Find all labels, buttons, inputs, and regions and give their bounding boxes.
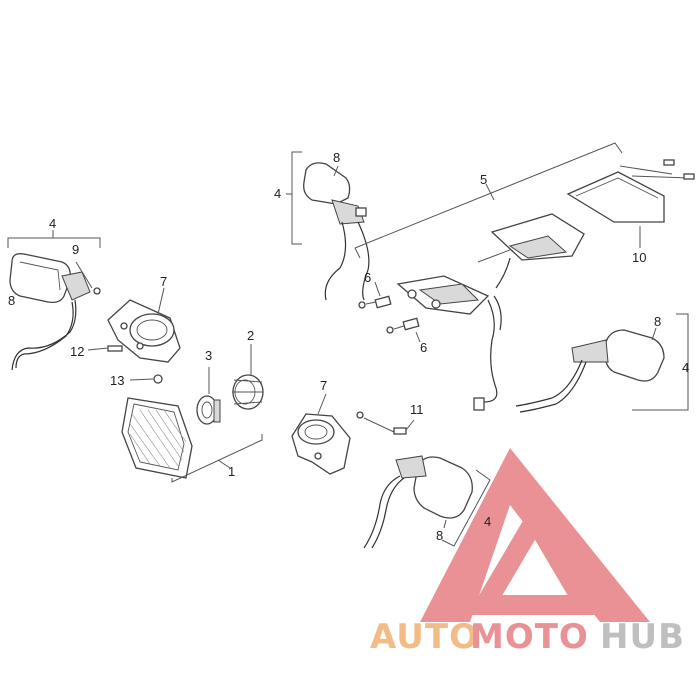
turn-signal-left [9, 253, 101, 371]
callout-2: 2 [247, 328, 254, 343]
callout-12: 12 [70, 344, 84, 359]
screw-11 [356, 411, 415, 435]
turn-signal-top [303, 162, 370, 301]
callout-9: 9 [72, 242, 79, 257]
callout-8-top: 8 [333, 150, 340, 165]
tail-light [396, 257, 511, 411]
callout-4-right: 4 [682, 360, 689, 375]
headlight-bracket-center [291, 413, 351, 475]
bracket-4-bottom [441, 469, 491, 547]
callout-11: 11 [410, 402, 424, 417]
bracket-1 [171, 434, 263, 483]
license-plate [566, 159, 695, 223]
spacer-6-lower [386, 317, 420, 334]
bracket-5 [354, 142, 623, 259]
callout-8-right: 8 [654, 314, 661, 329]
headlight-bracket-left [107, 299, 181, 363]
nut-13 [129, 374, 163, 384]
callout-4-top: 4 [274, 186, 281, 201]
callout-5: 5 [480, 172, 487, 187]
callout-7-center: 7 [320, 378, 327, 393]
callout-4-bottom: 4 [484, 514, 491, 529]
spacer-6-upper [358, 295, 392, 309]
rubber-cap [232, 374, 264, 410]
callout-10: 10 [632, 250, 646, 265]
bracket-4-top [291, 151, 302, 245]
screw-12 [87, 345, 123, 352]
callout-8-bottom: 8 [436, 528, 443, 543]
bracket-4-left [7, 237, 101, 248]
callout-4-left: 4 [49, 216, 56, 231]
bulb-holder [196, 395, 221, 425]
callout-13: 13 [110, 373, 124, 388]
callout-7-left: 7 [160, 274, 167, 289]
logo-text-auto: AUTO [370, 617, 479, 657]
plate-holder [477, 213, 585, 263]
bracket-4-right [632, 313, 689, 411]
logo-text-hub: HUB [600, 617, 685, 657]
callout-6-upper: 6 [364, 270, 371, 285]
callout-6-lower: 6 [420, 340, 427, 355]
turn-signal-right [515, 329, 665, 413]
callout-3: 3 [205, 348, 212, 363]
callout-8-left: 8 [8, 293, 15, 308]
callout-1: 1 [228, 464, 235, 479]
logo-text-moto: MOTO [470, 617, 589, 657]
turn-signal-bottom [363, 455, 473, 549]
headlight-unit [121, 397, 193, 479]
watermark-logo: AUTO MOTO HUB [370, 448, 685, 657]
logo-triangle-inner [467, 500, 603, 615]
